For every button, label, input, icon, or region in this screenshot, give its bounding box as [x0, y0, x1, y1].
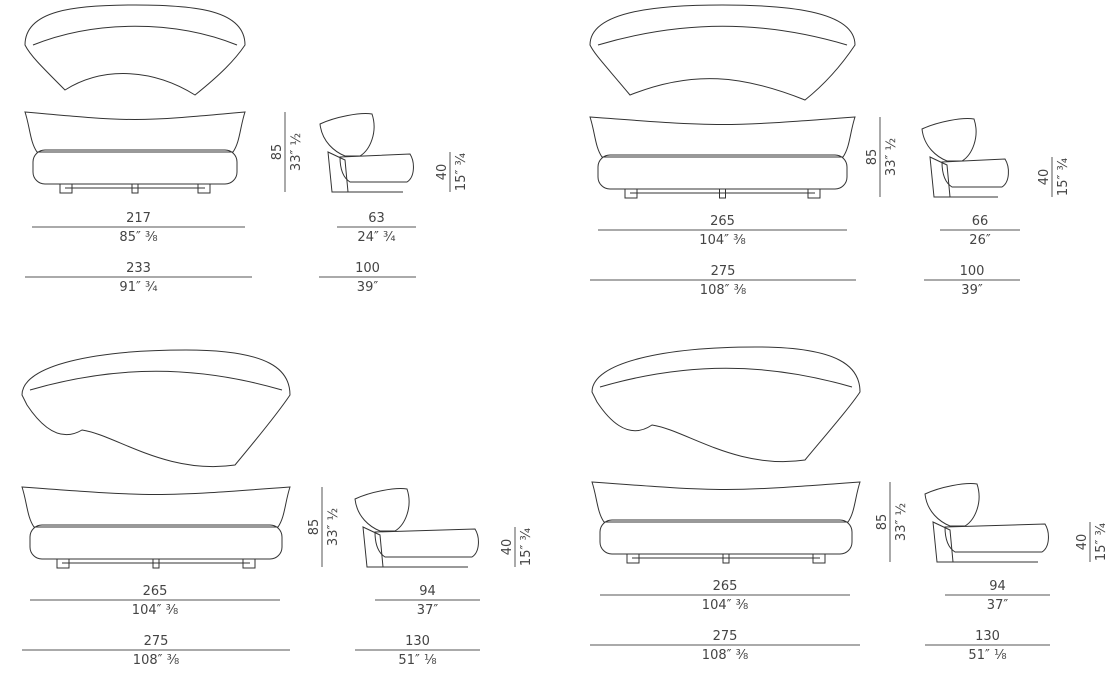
- overall-cm-label: 275: [711, 264, 736, 279]
- overall-cm-label: 233: [126, 261, 151, 276]
- sofa-top-view: [24, 4, 246, 96]
- seat-height-cm-label: 40: [1037, 169, 1052, 186]
- seat-height-in-label: 15″ ¾: [454, 153, 469, 192]
- depth-in-label: 24″ ¾: [357, 230, 396, 245]
- sofa-front-view-seat: [599, 519, 853, 555]
- sofa-side-view-back: [319, 113, 375, 157]
- sofa-top-view-backrest-edge: [29, 370, 283, 391]
- sofa-side-view-frame: [362, 526, 384, 568]
- height-in-label: 33″ ½: [894, 503, 909, 541]
- sofa-side-view-seat: [941, 158, 1009, 188]
- sofa-top-view: [21, 349, 291, 467]
- overall-depth-in-label: 39″: [357, 280, 379, 295]
- sofa-top-view-backrest-edge: [32, 25, 238, 46]
- overall-depth-cm-label: 130: [975, 629, 1000, 644]
- sofa-front-view-back: [589, 116, 856, 158]
- sofa-front-view-seat: [29, 524, 283, 560]
- sofa-side-view-seat: [944, 523, 1049, 553]
- width-cm-label: 265: [143, 584, 168, 599]
- sofa-front-view-back: [24, 111, 246, 153]
- width-in-label: 85″ ⅜: [119, 230, 158, 245]
- overall-cm-label: 275: [144, 634, 169, 649]
- sofa-side-view-back: [921, 118, 977, 162]
- sofa-top-view-backrest-edge: [597, 25, 848, 46]
- width-in-label: 104″ ⅜: [702, 598, 749, 613]
- height-in-label: 33″ ½: [289, 133, 304, 171]
- sofa-foot: [626, 553, 640, 564]
- sofa-top-view: [591, 346, 861, 462]
- width-in-label: 104″ ⅜: [699, 233, 746, 248]
- sofa-side-view-frame: [929, 156, 951, 198]
- sofa-front-view-back: [21, 486, 291, 528]
- sofa-top-view-backrest-edge: [599, 367, 853, 388]
- width-cm-label: 265: [713, 579, 738, 594]
- height-cm-label: 85: [875, 514, 890, 531]
- sofa-front-view-seat: [32, 149, 238, 185]
- height-cm-label: 85: [865, 149, 880, 166]
- overall-cm-label: 275: [713, 629, 738, 644]
- overall-depth-in-label: 51″ ⅛: [968, 648, 1007, 663]
- seat-height-in-label: 15″ ¾: [1056, 158, 1071, 197]
- seat-height-cm-label: 40: [500, 539, 515, 556]
- height-cm-label: 85: [307, 519, 322, 536]
- depth-cm-label: 94: [419, 584, 436, 599]
- sofa-panel-1: 85 33″ ½ 40 15″ ¾ 217 85″ ⅜ 233 91″ ¾ 63 24″ ¾ 100…: [24, 4, 469, 295]
- depth-in-label: 26″: [969, 233, 991, 248]
- depth-cm-label: 94: [989, 579, 1006, 594]
- sofa-foot: [719, 188, 726, 199]
- width-in-label: 104″ ⅜: [132, 603, 179, 618]
- height-cm-label: 85: [270, 144, 285, 161]
- overall-depth-cm-label: 100: [960, 264, 985, 279]
- overall-in-label: 91″ ¾: [119, 280, 158, 295]
- sofa-top-view: [589, 4, 856, 101]
- height-in-label: 33″ ½: [326, 508, 341, 546]
- seat-height-cm-label: 40: [435, 164, 450, 181]
- sofa-side-view-frame: [327, 151, 349, 193]
- width-cm-label: 217: [126, 211, 151, 226]
- overall-in-label: 108″ ⅜: [702, 648, 749, 663]
- depth-cm-label: 63: [368, 211, 385, 226]
- overall-depth-cm-label: 100: [355, 261, 380, 276]
- sofa-foot: [197, 183, 211, 194]
- overall-depth-in-label: 51″ ⅛: [398, 653, 437, 668]
- seat-height-cm-label: 40: [1075, 534, 1090, 551]
- height-in-label: 33″ ½: [884, 138, 899, 176]
- sofa-side-view-frame: [932, 521, 954, 563]
- depth-cm-label: 66: [972, 214, 989, 229]
- depth-in-label: 37″: [987, 598, 1009, 613]
- sofa-front-view-back: [591, 481, 861, 523]
- sofa-side-view-seat: [374, 528, 479, 558]
- sofa-foot: [131, 183, 139, 194]
- sofa-foot: [56, 558, 70, 569]
- depth-in-label: 37″: [417, 603, 439, 618]
- sofa-foot: [812, 553, 826, 564]
- width-cm-label: 265: [710, 214, 735, 229]
- sofa-side-view-back: [354, 488, 410, 532]
- overall-in-label: 108″ ⅜: [133, 653, 180, 668]
- sofa-panel-4: 85 33″ ½ 40 15″ ¾ 265 104″ ⅜ 275 108″ ⅜ 94 37″ 130…: [590, 346, 1109, 663]
- sofa-foot: [624, 188, 638, 199]
- sofa-panel-2: 85 33″ ½ 40 15″ ¾ 265 104″ ⅜ 275 108″ ⅜ 66 26″ 100…: [589, 4, 1071, 298]
- sofa-foot: [59, 183, 73, 194]
- seat-height-in-label: 15″ ¾: [519, 528, 534, 567]
- sofa-foot: [722, 553, 730, 564]
- sofa-foot: [807, 188, 821, 199]
- sofa-foot: [152, 558, 160, 569]
- sofa-panel-3: 85 33″ ½ 40 15″ ¾ 265 104″ ⅜ 275 108″ ⅜ 94 37″ 130…: [21, 349, 534, 668]
- sofa-side-view-seat: [339, 153, 414, 183]
- seat-height-in-label: 15″ ¾: [1094, 523, 1109, 562]
- sofa-side-view-back: [924, 483, 980, 527]
- overall-in-label: 108″ ⅜: [700, 283, 747, 298]
- overall-depth-cm-label: 130: [405, 634, 430, 649]
- sofa-front-view-seat: [597, 154, 848, 190]
- overall-depth-in-label: 39″: [961, 283, 983, 298]
- sofa-foot: [242, 558, 256, 569]
